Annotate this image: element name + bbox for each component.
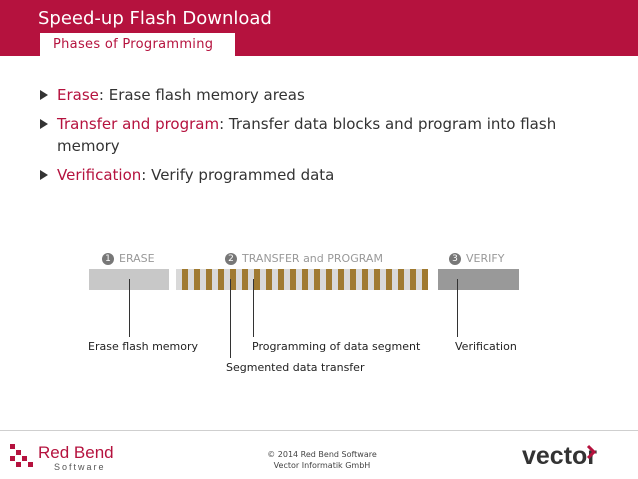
caption-verify: Verification — [455, 340, 517, 353]
program-segment — [362, 269, 368, 290]
phase-number-icon: 1 — [102, 253, 114, 265]
transfer-segment — [368, 269, 374, 290]
program-segment — [398, 269, 404, 290]
bullet-arrow-icon — [40, 90, 48, 100]
bullet-text: : Verify programmed data — [141, 166, 335, 184]
program-segment — [302, 269, 308, 290]
bullet-term: Erase — [57, 86, 99, 104]
program-segment — [374, 269, 380, 290]
transfer-segment — [404, 269, 410, 290]
phase-name: ERASE — [119, 252, 155, 265]
program-segment — [278, 269, 284, 290]
transfer-segment — [236, 269, 242, 290]
transfer-segment — [188, 269, 194, 290]
bullet-transfer: Transfer and program: Transfer data bloc… — [40, 113, 600, 157]
vector-logo: vector — [522, 440, 622, 474]
verify-marker-line — [457, 279, 458, 337]
program-segment — [218, 269, 224, 290]
bullet-list: Erase: Erase flash memory areas Transfer… — [40, 84, 600, 193]
program-segment — [386, 269, 392, 290]
program-segment — [290, 269, 296, 290]
transfer-segment — [320, 269, 326, 290]
phase-name: TRANSFER and PROGRAM — [242, 252, 383, 265]
transfer-segment — [332, 269, 338, 290]
verify-bar — [438, 269, 519, 290]
bullet-text: : Erase flash memory areas — [98, 86, 305, 104]
copyright-line-2: Vector Informatik GmbH — [273, 461, 371, 470]
bullet-arrow-icon — [40, 170, 48, 180]
program-segment — [422, 269, 428, 290]
transfer-segment — [416, 269, 422, 290]
erase-marker-line — [129, 279, 130, 337]
program-segment — [206, 269, 212, 290]
phase-label-verify: 3 VERIFY — [449, 252, 504, 265]
slide-title: Speed-up Flash Download — [38, 8, 272, 29]
bullet-term: Transfer and program — [57, 115, 220, 133]
transfer-segment — [296, 269, 302, 290]
program-segment — [326, 269, 332, 290]
program-segment — [338, 269, 344, 290]
program-segment — [254, 269, 260, 290]
subtitle-box — [40, 33, 235, 56]
program-segment — [182, 269, 188, 290]
transfer-segment — [308, 269, 314, 290]
transfer-segment — [176, 269, 182, 290]
caption-program: Programming of data segment — [252, 340, 421, 353]
phase-number-icon: 3 — [449, 253, 461, 265]
program-segment — [314, 269, 320, 290]
phase-label-erase: 1 ERASE — [102, 252, 155, 265]
transfer-segment — [200, 269, 206, 290]
phase-number-icon: 2 — [225, 253, 237, 265]
transfer-segment — [212, 269, 218, 290]
program-segment — [194, 269, 200, 290]
program-segment — [350, 269, 356, 290]
svg-text:Red Bend: Red Bend — [38, 443, 114, 462]
transfer-segment — [224, 269, 230, 290]
svg-text:vector: vector — [522, 442, 597, 470]
bullet-text: : Transfer data blocks and program into … — [57, 115, 557, 155]
transfer-segment — [380, 269, 386, 290]
transfer-segment — [272, 269, 278, 290]
transfer-segment — [260, 269, 266, 290]
transfer-segment — [248, 269, 254, 290]
program-segment — [242, 269, 248, 290]
program-marker-line — [253, 279, 254, 337]
caption-segment: Segmented data transfer — [226, 361, 365, 374]
slide-subtitle: Phases of Programming — [53, 37, 214, 52]
program-segment — [410, 269, 416, 290]
program-segment — [230, 269, 236, 290]
bullet-arrow-icon — [40, 119, 48, 129]
bullet-verification: Verification: Verify programmed data — [40, 164, 600, 186]
copyright-line-1: © 2014 Red Bend Software — [267, 450, 377, 459]
transfer-segment — [392, 269, 398, 290]
bullet-term: Verification — [57, 166, 142, 184]
red-bend-logo: Red Bend Software — [8, 438, 138, 478]
phase-name: VERIFY — [466, 252, 505, 265]
bullet-erase: Erase: Erase flash memory areas — [40, 84, 600, 106]
transfer-segment — [284, 269, 290, 290]
transfer-segment — [356, 269, 362, 290]
segment-marker-line — [230, 279, 231, 358]
phase-label-transfer: 2 TRANSFER and PROGRAM — [225, 252, 383, 265]
transfer-segment — [344, 269, 350, 290]
svg-text:Software: Software — [54, 462, 106, 472]
copyright-text: © 2014 Red Bend Software Vector Informat… — [262, 449, 382, 471]
footer-divider — [0, 430, 638, 431]
program-segment — [266, 269, 272, 290]
caption-erase: Erase flash memory — [88, 340, 199, 353]
